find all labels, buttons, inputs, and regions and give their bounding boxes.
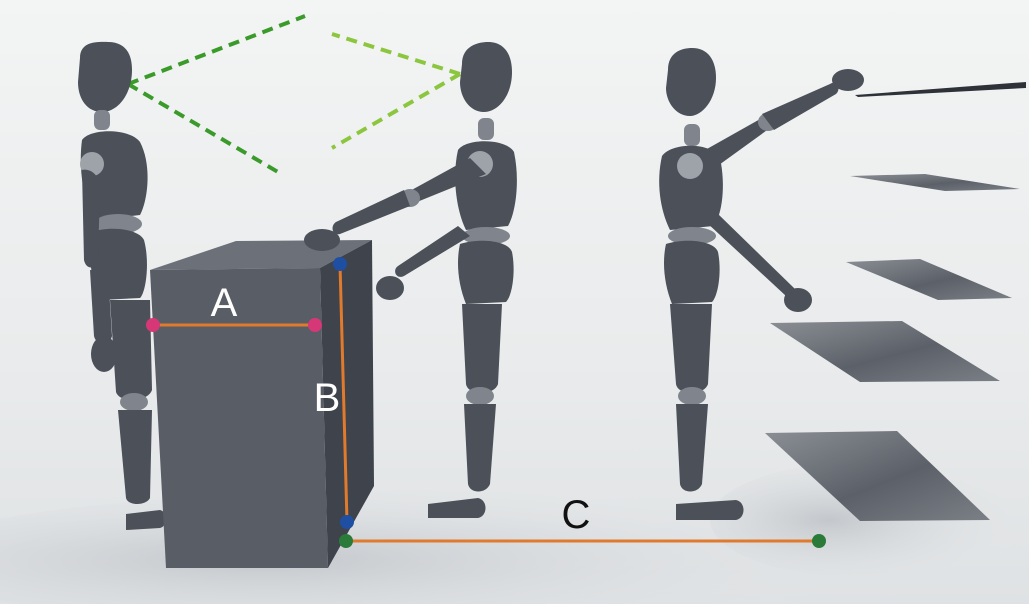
sight-line-lower-left xyxy=(126,82,280,174)
point-a-start xyxy=(146,318,160,332)
measurements xyxy=(153,263,819,543)
mannequin-left-forearm xyxy=(90,270,112,344)
mannequin-middle-head xyxy=(460,42,512,112)
sight-line-upper-left xyxy=(127,14,306,86)
mannequin-left-waist xyxy=(94,214,142,234)
mannequin-right-waist xyxy=(668,227,716,245)
mannequin-left-hand xyxy=(91,336,117,372)
mannequin-left-knee xyxy=(120,393,148,411)
shelf-panels xyxy=(765,82,1026,521)
point-c-start xyxy=(339,534,353,548)
mannequin-right xyxy=(659,48,864,520)
mannequin-right-pelvis xyxy=(664,240,720,304)
mannequin-right-knee xyxy=(678,387,706,405)
mannequin-right-forearm xyxy=(762,82,839,130)
mannequin-middle-waist xyxy=(462,227,510,245)
mannequin-right-shin xyxy=(676,404,708,492)
shelf-panel-1 xyxy=(855,82,1026,97)
mannequin-right-neck xyxy=(684,124,700,146)
mannequin-middle-back-arm xyxy=(395,226,470,277)
label-c: C xyxy=(562,493,591,537)
mannequin-right-back-hand xyxy=(784,288,812,312)
mannequin-left-neck xyxy=(94,110,110,130)
sight-line-lower-right xyxy=(330,72,462,150)
shelf-panel-2 xyxy=(850,174,1020,191)
mannequin-middle-foot xyxy=(428,498,486,518)
point-b-bottom xyxy=(340,515,354,529)
mannequin-right-shoulder xyxy=(677,153,703,179)
mannequin-left-head xyxy=(78,41,132,113)
mannequin-middle-neck xyxy=(478,118,494,140)
mannequin-right-hand xyxy=(832,69,864,91)
mannequin-left-foot xyxy=(126,510,166,530)
mannequin-right-chest xyxy=(659,145,723,230)
mannequin-middle-hand xyxy=(304,229,340,251)
mannequin-right-foot xyxy=(676,500,744,520)
box-front-face xyxy=(150,268,328,568)
mannequin-left-upper-arm xyxy=(82,169,100,268)
box xyxy=(150,240,374,568)
shelf-panel-4 xyxy=(770,321,1000,382)
mannequin-middle-upper-arm xyxy=(403,158,486,205)
sight-lines xyxy=(126,14,462,174)
sight-line-upper-right xyxy=(331,32,461,76)
point-a-end xyxy=(308,318,322,332)
mannequin-middle-pelvis xyxy=(458,240,514,304)
point-c-end xyxy=(812,534,826,548)
mannequin-middle-knee xyxy=(466,387,494,405)
mannequin-right-thigh xyxy=(670,304,712,393)
mannequin-left-shin xyxy=(118,410,152,504)
mannequin-middle-thigh xyxy=(462,304,502,393)
point-b-top xyxy=(333,257,347,271)
mannequin-left-thigh xyxy=(110,300,152,401)
mannequin-middle-shin xyxy=(464,404,496,492)
label-a: A xyxy=(211,281,238,325)
shelf-panel-5 xyxy=(765,431,990,521)
box-side-face xyxy=(320,240,374,568)
mannequin-right-back-arm xyxy=(706,214,797,299)
measure-line-b xyxy=(338,263,349,523)
mannequin-middle xyxy=(304,42,517,518)
mannequin-middle-back-hand xyxy=(376,276,404,300)
mannequin-middle-forearm xyxy=(332,190,410,235)
shelf-panel-3 xyxy=(846,259,1012,300)
mannequin-right-upper-arm xyxy=(698,116,773,170)
mannequin-right-head xyxy=(666,48,716,116)
label-b: B xyxy=(314,376,341,420)
mannequin-left xyxy=(78,41,166,530)
